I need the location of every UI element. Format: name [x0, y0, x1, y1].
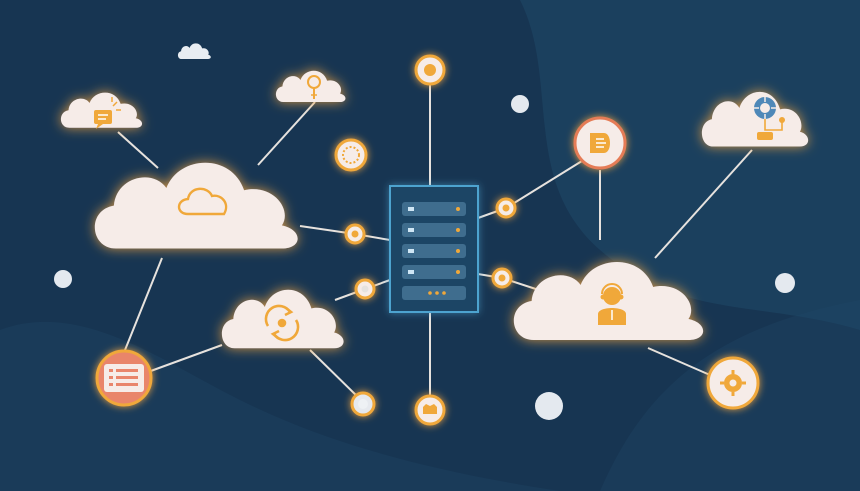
- gear-icon: [424, 64, 436, 76]
- dot-icon: [498, 274, 506, 282]
- server-unit: [402, 265, 466, 279]
- background-wave-upper: [520, 0, 860, 330]
- hand-icon: [423, 404, 437, 414]
- connector-right-upper: [505, 155, 591, 209]
- user-support-icon: [598, 283, 626, 325]
- dot-icon: [358, 399, 368, 409]
- connector-chat: [117, 131, 159, 169]
- node-gear-dial: [334, 138, 368, 172]
- connector-settings: [647, 347, 711, 376]
- sync-arrows-icon: [264, 304, 300, 342]
- connector-network-user: [654, 149, 753, 259]
- cloud-icon: [177, 187, 228, 216]
- decorative-dot: [775, 273, 795, 293]
- speech-icon: [590, 133, 610, 153]
- server-unit: [402, 202, 466, 216]
- network-hub-icon: [754, 97, 785, 140]
- dot-icon: [351, 230, 359, 238]
- server-unit: [402, 223, 466, 237]
- chat-bubble-icon: [94, 97, 121, 129]
- connector-list-sync: [147, 344, 223, 373]
- lightbulb-icon: [307, 75, 321, 99]
- connector-lightbulb: [257, 101, 316, 166]
- list-icon: [104, 364, 144, 392]
- dot-icon: [502, 204, 510, 212]
- decorative-dot: [511, 95, 529, 113]
- server-units: [402, 202, 466, 300]
- decorative-dots: [54, 95, 795, 420]
- dial-icon: [342, 146, 360, 164]
- server-unit: [402, 244, 466, 258]
- server-unit: [402, 286, 466, 300]
- decorative-dot: [54, 270, 72, 288]
- connector-bottom-left: [309, 349, 364, 403]
- dot-icon: [361, 285, 369, 293]
- decorative-dot: [535, 392, 563, 420]
- settings-cog-icon: [720, 370, 746, 396]
- connector-list-up: [124, 257, 163, 351]
